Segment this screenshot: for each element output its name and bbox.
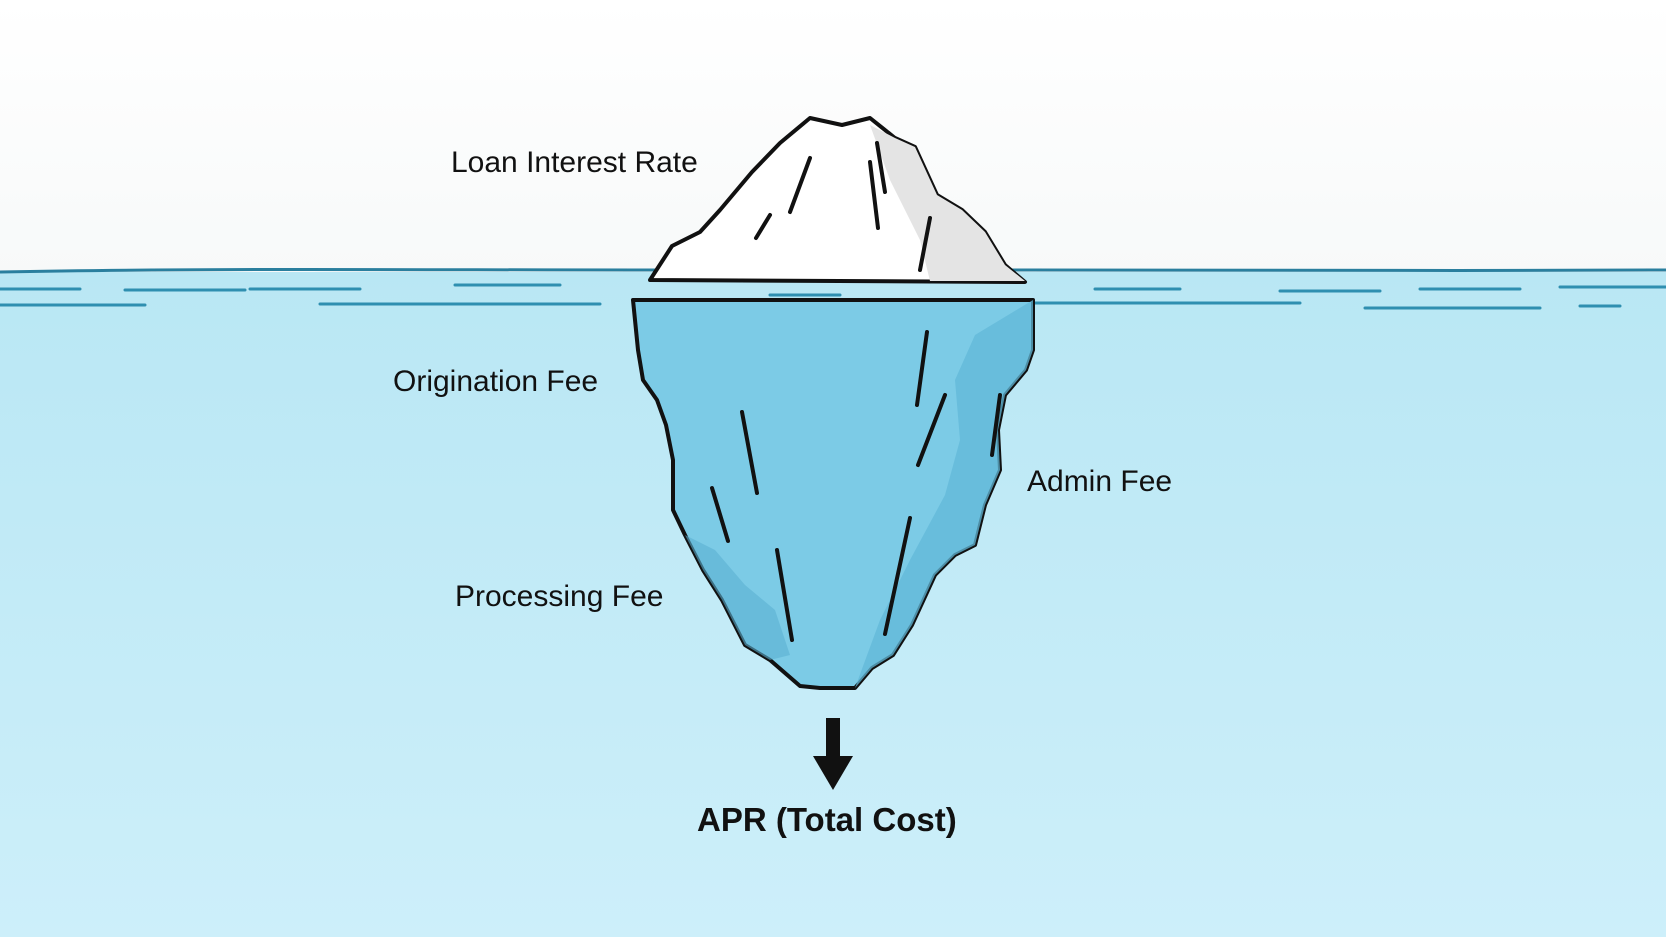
iceberg-underwater-cracks (710, 330, 1002, 642)
water-ripples (0, 283, 1666, 310)
iceberg-tip (648, 116, 1027, 284)
iceberg-above-water-shade (870, 125, 1025, 281)
apr-total-cost-label: APR (Total Cost) (697, 801, 957, 838)
iceberg-icon (631, 298, 1035, 690)
origination-fee-label: Origination Fee (393, 365, 599, 398)
iceberg-underwater-shade-left (685, 535, 790, 660)
iceberg-underwater-shade-right (855, 300, 1033, 688)
processing-fee-label: Processing Fee (455, 580, 664, 613)
iceberg-tip-cracks (754, 141, 932, 272)
arrow-down-icon (813, 718, 853, 790)
admin-fee-label: Admin Fee (1027, 465, 1173, 498)
loan-interest-rate-label: Loan Interest Rate (451, 146, 698, 179)
